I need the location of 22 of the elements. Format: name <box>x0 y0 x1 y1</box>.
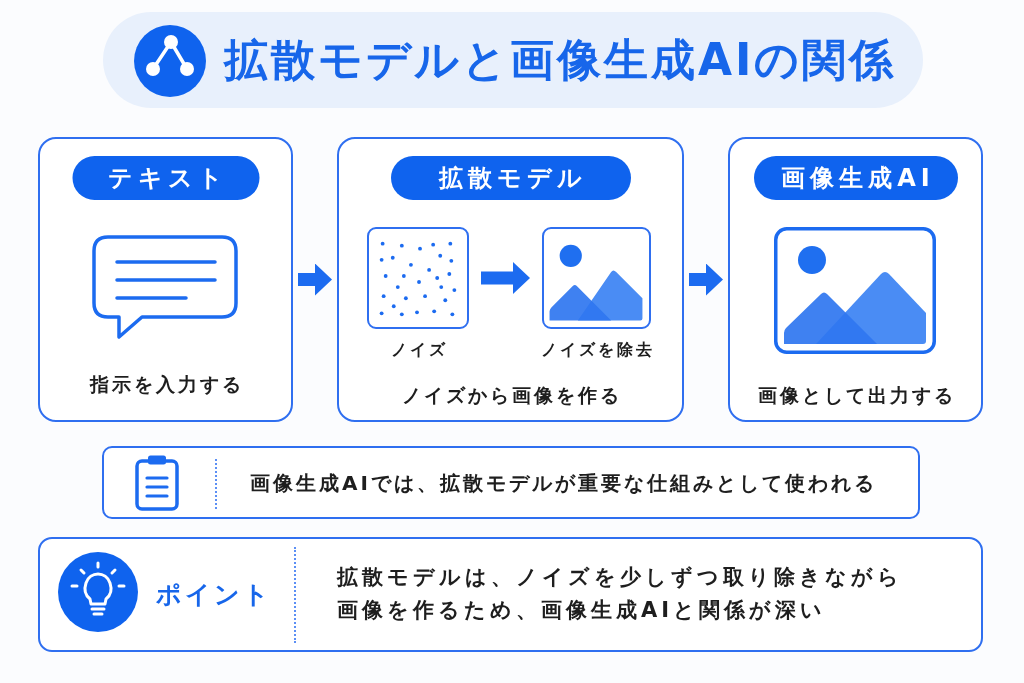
process-card <box>337 137 684 422</box>
card-heading: 拡散モデル <box>390 156 631 200</box>
point-text: 拡散モデルは、ノイズを少しずつ取り除きながら画像を作るため、画像生成AIと関係が深い <box>337 564 904 624</box>
process-card <box>38 137 293 422</box>
card-caption: 指示を入力する <box>88 372 244 396</box>
card-heading: 画像生成AI <box>753 156 958 200</box>
arrow <box>298 263 332 296</box>
card-caption: ノイズから画像を作る <box>401 383 622 407</box>
title: 拡散モデルと画像生成AIの関係 <box>224 34 897 86</box>
landscape-picture <box>542 227 651 329</box>
card-heading: テキスト <box>72 156 259 200</box>
noise-picture <box>367 227 469 329</box>
card-caption: 画像として出力する <box>757 383 956 407</box>
note-text: 画像生成AIでは、拡散モデルが重要な仕組みとして使われる <box>250 469 877 496</box>
point-heading: ポイント <box>156 579 272 610</box>
note-panel <box>102 446 920 519</box>
point-panel <box>38 537 983 652</box>
picture-caption: ノイズを除去 <box>540 340 655 360</box>
process-card <box>728 137 983 422</box>
arrow <box>481 262 530 294</box>
arrow <box>689 263 723 296</box>
picture-caption: ノイズ <box>390 340 448 360</box>
